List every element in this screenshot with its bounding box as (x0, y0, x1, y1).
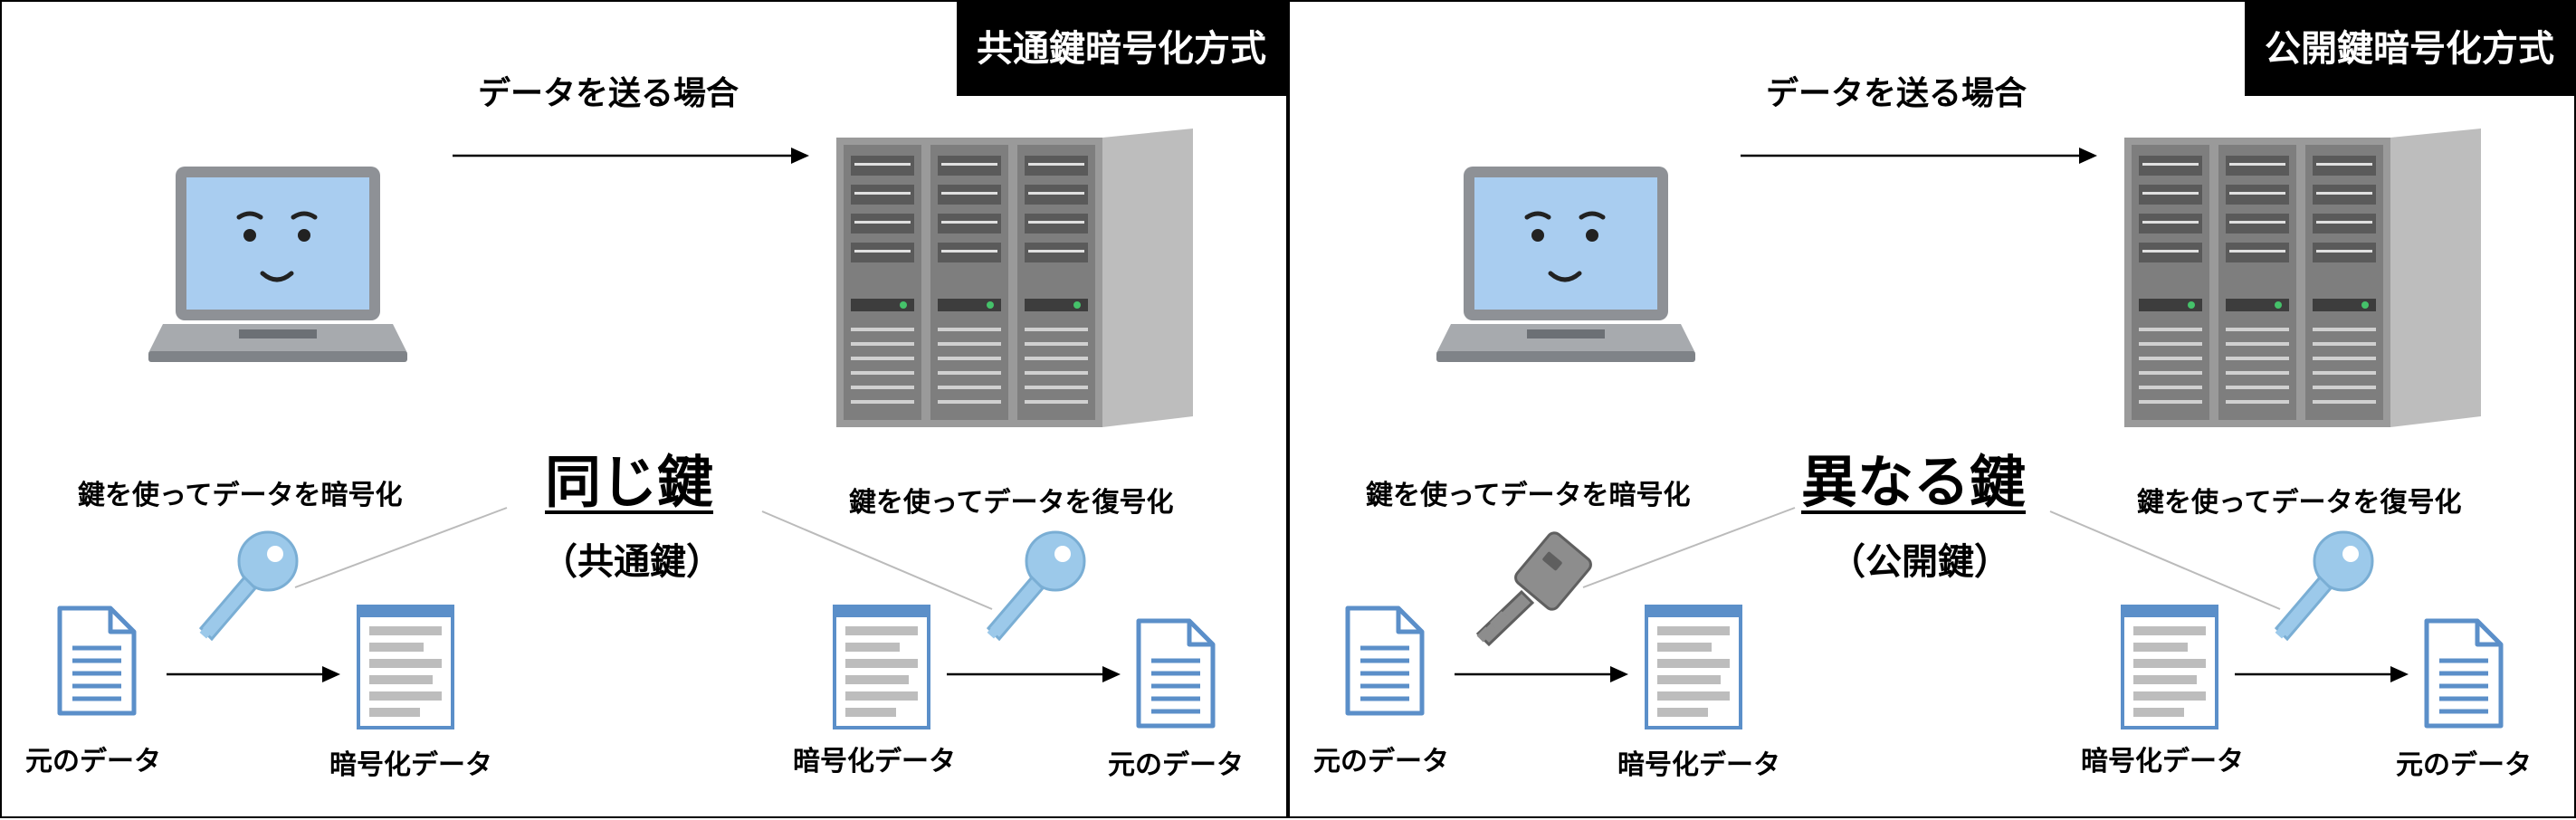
encrypt-arrow (167, 666, 340, 682)
key-connector-lines (1582, 507, 2281, 610)
blue-key-icon (986, 530, 1086, 642)
encrypt-arrow (1455, 666, 1628, 682)
send-arrow (453, 148, 809, 164)
document-icon (1345, 605, 1425, 716)
panel-title-badge: 公開鍵暗号化方式 (2245, 2, 2574, 96)
source-data-label: 元のデータ (25, 746, 161, 777)
received-encrypted-label: 暗号化データ (2081, 746, 2244, 777)
blue-key-icon (2274, 530, 2374, 642)
source-data-label: 元のデータ (1313, 746, 1449, 777)
document-icon (1136, 618, 1216, 729)
document-icon (57, 605, 137, 716)
decrypt-label: 鍵を使ってデータを復号化 (2137, 487, 2462, 519)
panel-title-badge: 共通鍵暗号化方式 (957, 2, 1286, 96)
received-encrypted-document-icon (2121, 605, 2218, 729)
server-icon (836, 129, 1193, 427)
received-encrypted-document-icon (833, 605, 930, 729)
blue-key-icon (198, 530, 299, 642)
result-data-label: 元のデータ (2396, 749, 2532, 781)
encrypted-document-icon (1645, 605, 1742, 729)
received-encrypted-label: 暗号化データ (793, 746, 956, 777)
panel-symmetric-encryption: 共通鍵暗号化方式 データを送る場合 (0, 0, 1288, 818)
laptop-icon (148, 167, 407, 362)
encrypt-label: 鍵を使ってデータを暗号化 (78, 480, 403, 511)
encrypt-label: 鍵を使ってデータを暗号化 (1366, 480, 1691, 511)
decrypt-arrow (947, 666, 1121, 682)
key-heading: 同じ鍵 (545, 449, 714, 515)
gray-key-icon (1475, 531, 1592, 647)
encrypted-data-label: 暗号化データ (329, 749, 492, 781)
laptop-icon (1436, 167, 1695, 362)
encrypted-document-icon (357, 605, 454, 729)
key-heading: 異なる鍵 (1801, 449, 2027, 515)
result-data-label: 元のデータ (1108, 749, 1244, 781)
key-subheading: （共通鍵） (541, 541, 722, 583)
key-connector-lines (294, 507, 993, 610)
send-data-label: データを送る場合 (1766, 75, 2027, 112)
key-subheading: （公開鍵） (1829, 541, 2010, 583)
send-arrow (1741, 148, 2097, 164)
decrypt-arrow (2235, 666, 2409, 682)
server-icon (2124, 129, 2481, 427)
send-data-label: データを送る場合 (478, 75, 739, 112)
encrypted-data-label: 暗号化データ (1617, 749, 1780, 781)
document-icon (2424, 618, 2504, 729)
decrypt-label: 鍵を使ってデータを復号化 (849, 487, 1174, 519)
panel-public-key-encryption: 公開鍵暗号化方式 データを送る場合 (1288, 0, 2576, 818)
